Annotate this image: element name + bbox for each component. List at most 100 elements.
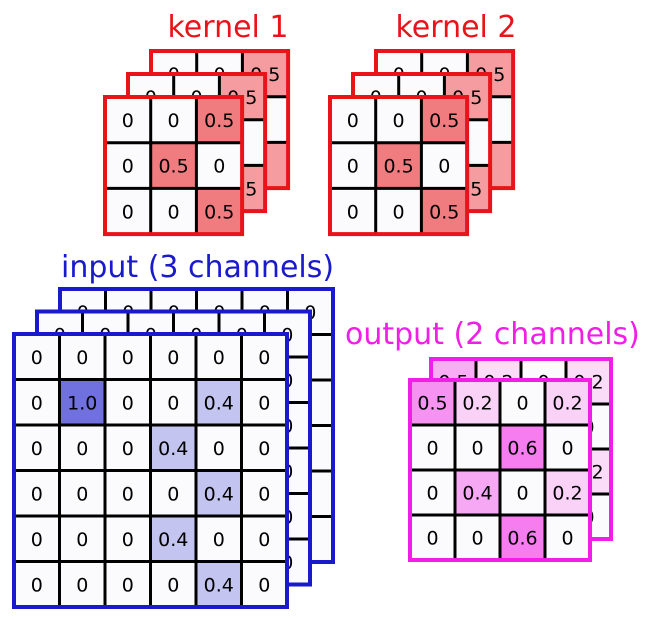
cell-value: 0.4 <box>158 438 188 460</box>
cell-value: 0 <box>258 392 270 414</box>
cell-value: 0 <box>168 201 180 223</box>
cell-value: 0 <box>31 529 43 551</box>
cell-value: 0 <box>76 529 88 551</box>
cell-value: 0 <box>516 393 528 415</box>
kernel-2-label: kernel 2 <box>396 10 517 45</box>
cell-value: 0 <box>258 529 270 551</box>
cell-value: 0 <box>122 392 134 414</box>
cell-value: 0 <box>258 438 270 460</box>
cell-value: 0 <box>393 110 405 132</box>
cell-value: 0 <box>31 574 43 596</box>
cell-highlight <box>196 470 242 516</box>
grid-border <box>103 95 245 237</box>
cell-value: 0 <box>347 156 359 178</box>
cell-value: 0 <box>76 438 88 460</box>
cell-value: 0 <box>258 483 270 505</box>
cell-value: 0 <box>426 483 438 505</box>
cell-highlight <box>150 142 197 189</box>
input-label: input (3 channels) <box>61 250 334 285</box>
cell-value: 0 <box>213 156 225 178</box>
cell-value: 0.5 <box>204 201 234 223</box>
cell-highlight <box>59 379 105 425</box>
cell-value: 0 <box>76 483 88 505</box>
cell-value: 0.5 <box>204 110 234 132</box>
cell-value: 0 <box>347 110 359 132</box>
cell-value: 0 <box>122 201 134 223</box>
cell-value: 0 <box>438 156 450 178</box>
cell-value: 0 <box>122 574 134 596</box>
cell-value: 0.5 <box>158 156 188 178</box>
cell-value: 0 <box>561 528 573 550</box>
cell-value: 0.5 <box>429 110 459 132</box>
cell-value: 0 <box>122 347 134 369</box>
cell-value: 0 <box>426 528 438 550</box>
cell-highlight <box>455 470 500 515</box>
cell-value: 0 <box>167 574 179 596</box>
grid-border <box>328 95 470 237</box>
cell-value: 0 <box>347 201 359 223</box>
cell-value: 0 <box>258 347 270 369</box>
cell-value: 0 <box>31 438 43 460</box>
cell-highlight <box>196 379 242 425</box>
cell-highlight <box>421 97 468 143</box>
cell-value: 0 <box>122 529 134 551</box>
cell-value: 0 <box>76 574 88 596</box>
cell-value: 0 <box>31 483 43 505</box>
cell-value: 0 <box>213 347 225 369</box>
cell-value: 0.4 <box>204 483 234 505</box>
cell-value: 0 <box>168 110 180 132</box>
cell-value: 0.5 <box>429 201 459 223</box>
cell-value: 0 <box>561 438 573 460</box>
cell-value: 0.2 <box>552 393 582 415</box>
cell-highlight <box>196 188 243 235</box>
grid-border <box>408 378 592 562</box>
cell-highlight <box>500 515 545 560</box>
cell-value: 0.2 <box>552 483 582 505</box>
cell-value: 0 <box>31 392 43 414</box>
cell-value: 0.5 <box>417 393 447 415</box>
kernel-2-layer-3: 0 0 0.5 0 0.5 0 0 0 0.5 <box>328 95 470 237</box>
cell-value: 0 <box>167 483 179 505</box>
cell-value: 0 <box>122 110 134 132</box>
cell-value: 0.2 <box>462 393 492 415</box>
cell-highlight <box>375 142 422 189</box>
cell-highlight <box>421 188 468 235</box>
cell-value: 0.5 <box>383 156 413 178</box>
cell-value: 0 <box>167 392 179 414</box>
cell-value: 0 <box>122 156 134 178</box>
cell-value: 0.6 <box>507 528 537 550</box>
cell-value: 0 <box>393 201 405 223</box>
cell-value: 1.0 <box>67 392 97 414</box>
cell-value: 0.6 <box>507 438 537 460</box>
cell-value: 0.4 <box>462 483 492 505</box>
cell-highlight <box>196 97 243 143</box>
cell-value: 0.4 <box>204 392 234 414</box>
cell-highlight <box>455 380 500 425</box>
cell-value: 0 <box>122 438 134 460</box>
kernel-1-layer-3: 0 0 0.5 0 0.5 0 0 0 0.5 <box>103 95 245 237</box>
cell-highlight <box>410 380 455 425</box>
cell-value: 0 <box>76 347 88 369</box>
cell-value: 0 <box>213 529 225 551</box>
cell-highlight <box>500 425 545 470</box>
cell-value: 0 <box>258 574 270 596</box>
cell-value: 0 <box>516 483 528 505</box>
cell-highlight <box>545 380 590 425</box>
kernel-1-label: kernel 1 <box>168 10 289 45</box>
cell-value: 0 <box>167 347 179 369</box>
cell-highlight <box>545 470 590 515</box>
input-layer-3: 0 0 0 0 0 0 0 1.0 0 0 0.4 0 0 0 0 0.4 0 0 0 0 0 0 0.4 0 0 0 0 0.4 0 0… <box>12 332 289 609</box>
cell-highlight <box>150 516 196 562</box>
cell-value: 0 <box>426 438 438 460</box>
cell-value: 0 <box>213 438 225 460</box>
cell-value: 0.4 <box>158 529 188 551</box>
grid-stacks: 000.5000.50.5000.500.50000.5000.5000.50.… <box>12 49 613 609</box>
cell-value: 0 <box>471 528 483 550</box>
grid-border <box>12 332 289 609</box>
cell-highlight <box>150 425 196 471</box>
output-label: output (2 channels) <box>345 317 640 352</box>
cell-value: 0 <box>31 347 43 369</box>
cell-value: 0 <box>122 483 134 505</box>
